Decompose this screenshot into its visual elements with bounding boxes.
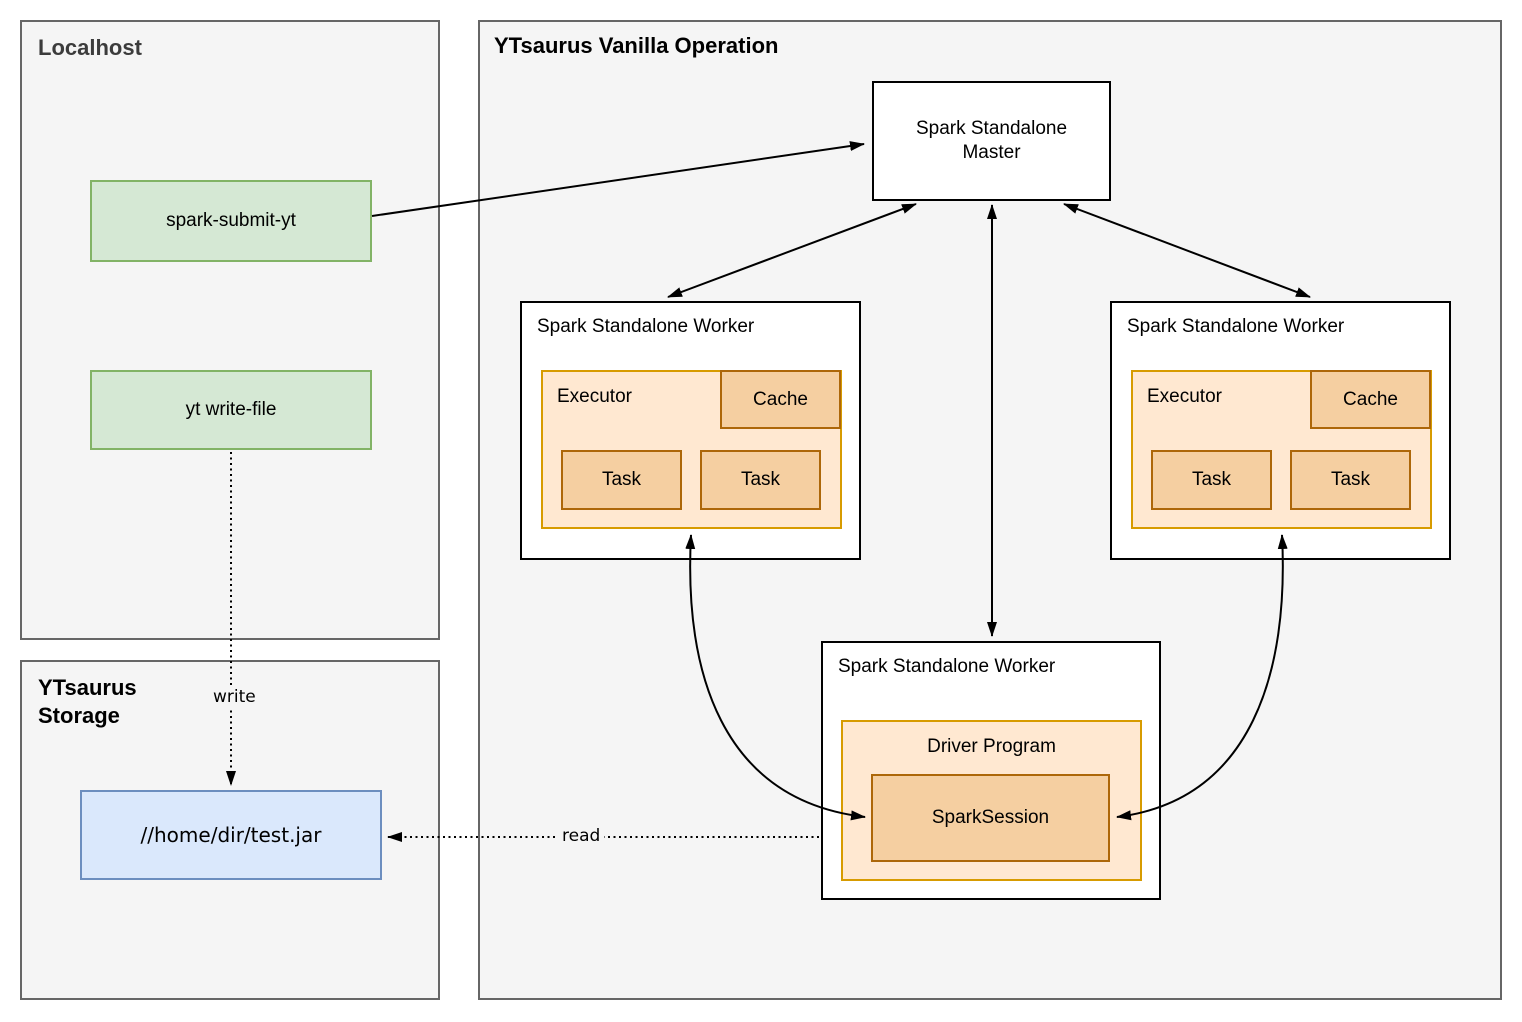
cache-left: Cache (720, 370, 841, 429)
node-spark-submit-yt: spark-submit-yt (90, 180, 372, 262)
spark-master-label: Spark Standalone Master (915, 118, 1068, 163)
edge-label-read: read (558, 825, 605, 847)
task-right-1: Task (1151, 450, 1272, 510)
worker-left-title: Spark Standalone Worker (537, 316, 755, 337)
node-jar-file: //home/dir/test.jar (80, 790, 382, 880)
localhost-title: Localhost (38, 35, 142, 60)
task-right-2: Task (1290, 450, 1411, 510)
worker-right-title: Spark Standalone Worker (1127, 316, 1345, 337)
task-left-1: Task (561, 450, 682, 510)
driver-program-label: Driver Program (927, 736, 1056, 757)
executor-left-label: Executor (557, 386, 632, 407)
node-yt-write-file: yt write-file (90, 370, 372, 450)
operation-title: YTsaurus Vanilla Operation (494, 33, 779, 58)
spark-session: SparkSession (871, 774, 1110, 862)
storage-title: YTsaurus Storage (38, 675, 137, 728)
node-spark-master: Spark Standalone Master (872, 81, 1111, 201)
localhost-container: Localhost (20, 20, 440, 640)
worker-bottom-title: Spark Standalone Worker (838, 656, 1056, 677)
task-left-2: Task (700, 450, 821, 510)
cache-right: Cache (1310, 370, 1431, 429)
edge-label-write: write (209, 686, 260, 708)
executor-right-label: Executor (1147, 386, 1222, 407)
